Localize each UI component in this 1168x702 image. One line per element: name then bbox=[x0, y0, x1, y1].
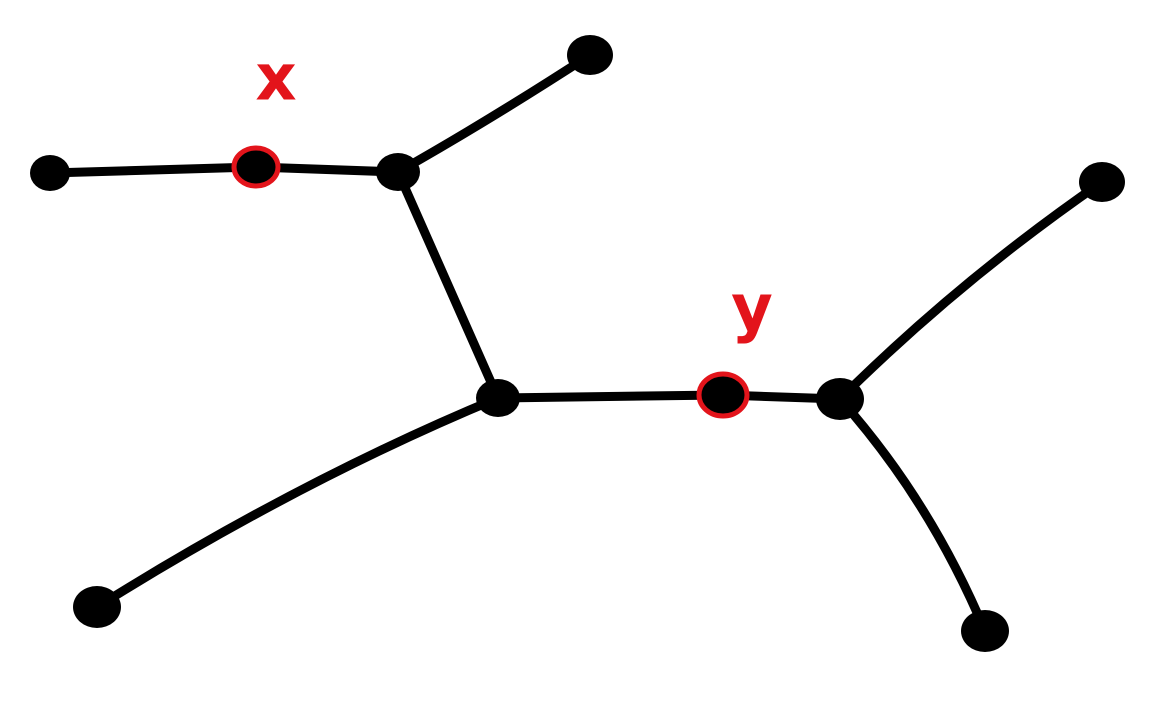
vertex-junction-right bbox=[816, 378, 864, 420]
edge-leaf-left-to-x bbox=[45, 162, 261, 178]
vertex-leaf-top bbox=[567, 35, 613, 75]
edge-junction-right-to-leaf-upper-right bbox=[835, 177, 1107, 404]
edges-layer bbox=[45, 50, 1107, 636]
vertex-leaf-left bbox=[30, 155, 70, 191]
vertex-label-y: y bbox=[731, 272, 773, 346]
vertex-x bbox=[231, 145, 281, 189]
vertices-layer bbox=[30, 35, 1125, 652]
labels-layer: xy bbox=[255, 42, 773, 346]
vertex-y bbox=[696, 371, 750, 419]
edge-junction-top-to-leaf-top bbox=[393, 50, 595, 177]
vertex-leaf-lower-right bbox=[961, 610, 1009, 652]
vertex-leaf-upper-right bbox=[1079, 162, 1125, 202]
edge-junction-middle-to-leaf-bottom-left bbox=[92, 393, 503, 612]
vertex-junction-top bbox=[376, 153, 420, 191]
edge-junction-middle-to-y bbox=[493, 390, 728, 403]
vertex-label-x: x bbox=[255, 42, 296, 116]
edge-junction-right-to-leaf-lower-right bbox=[835, 394, 990, 636]
vertex-leaf-bottom-left bbox=[73, 586, 121, 628]
edge-junction-top-to-junction-middle bbox=[393, 167, 503, 403]
vertex-junction-middle bbox=[476, 379, 520, 417]
